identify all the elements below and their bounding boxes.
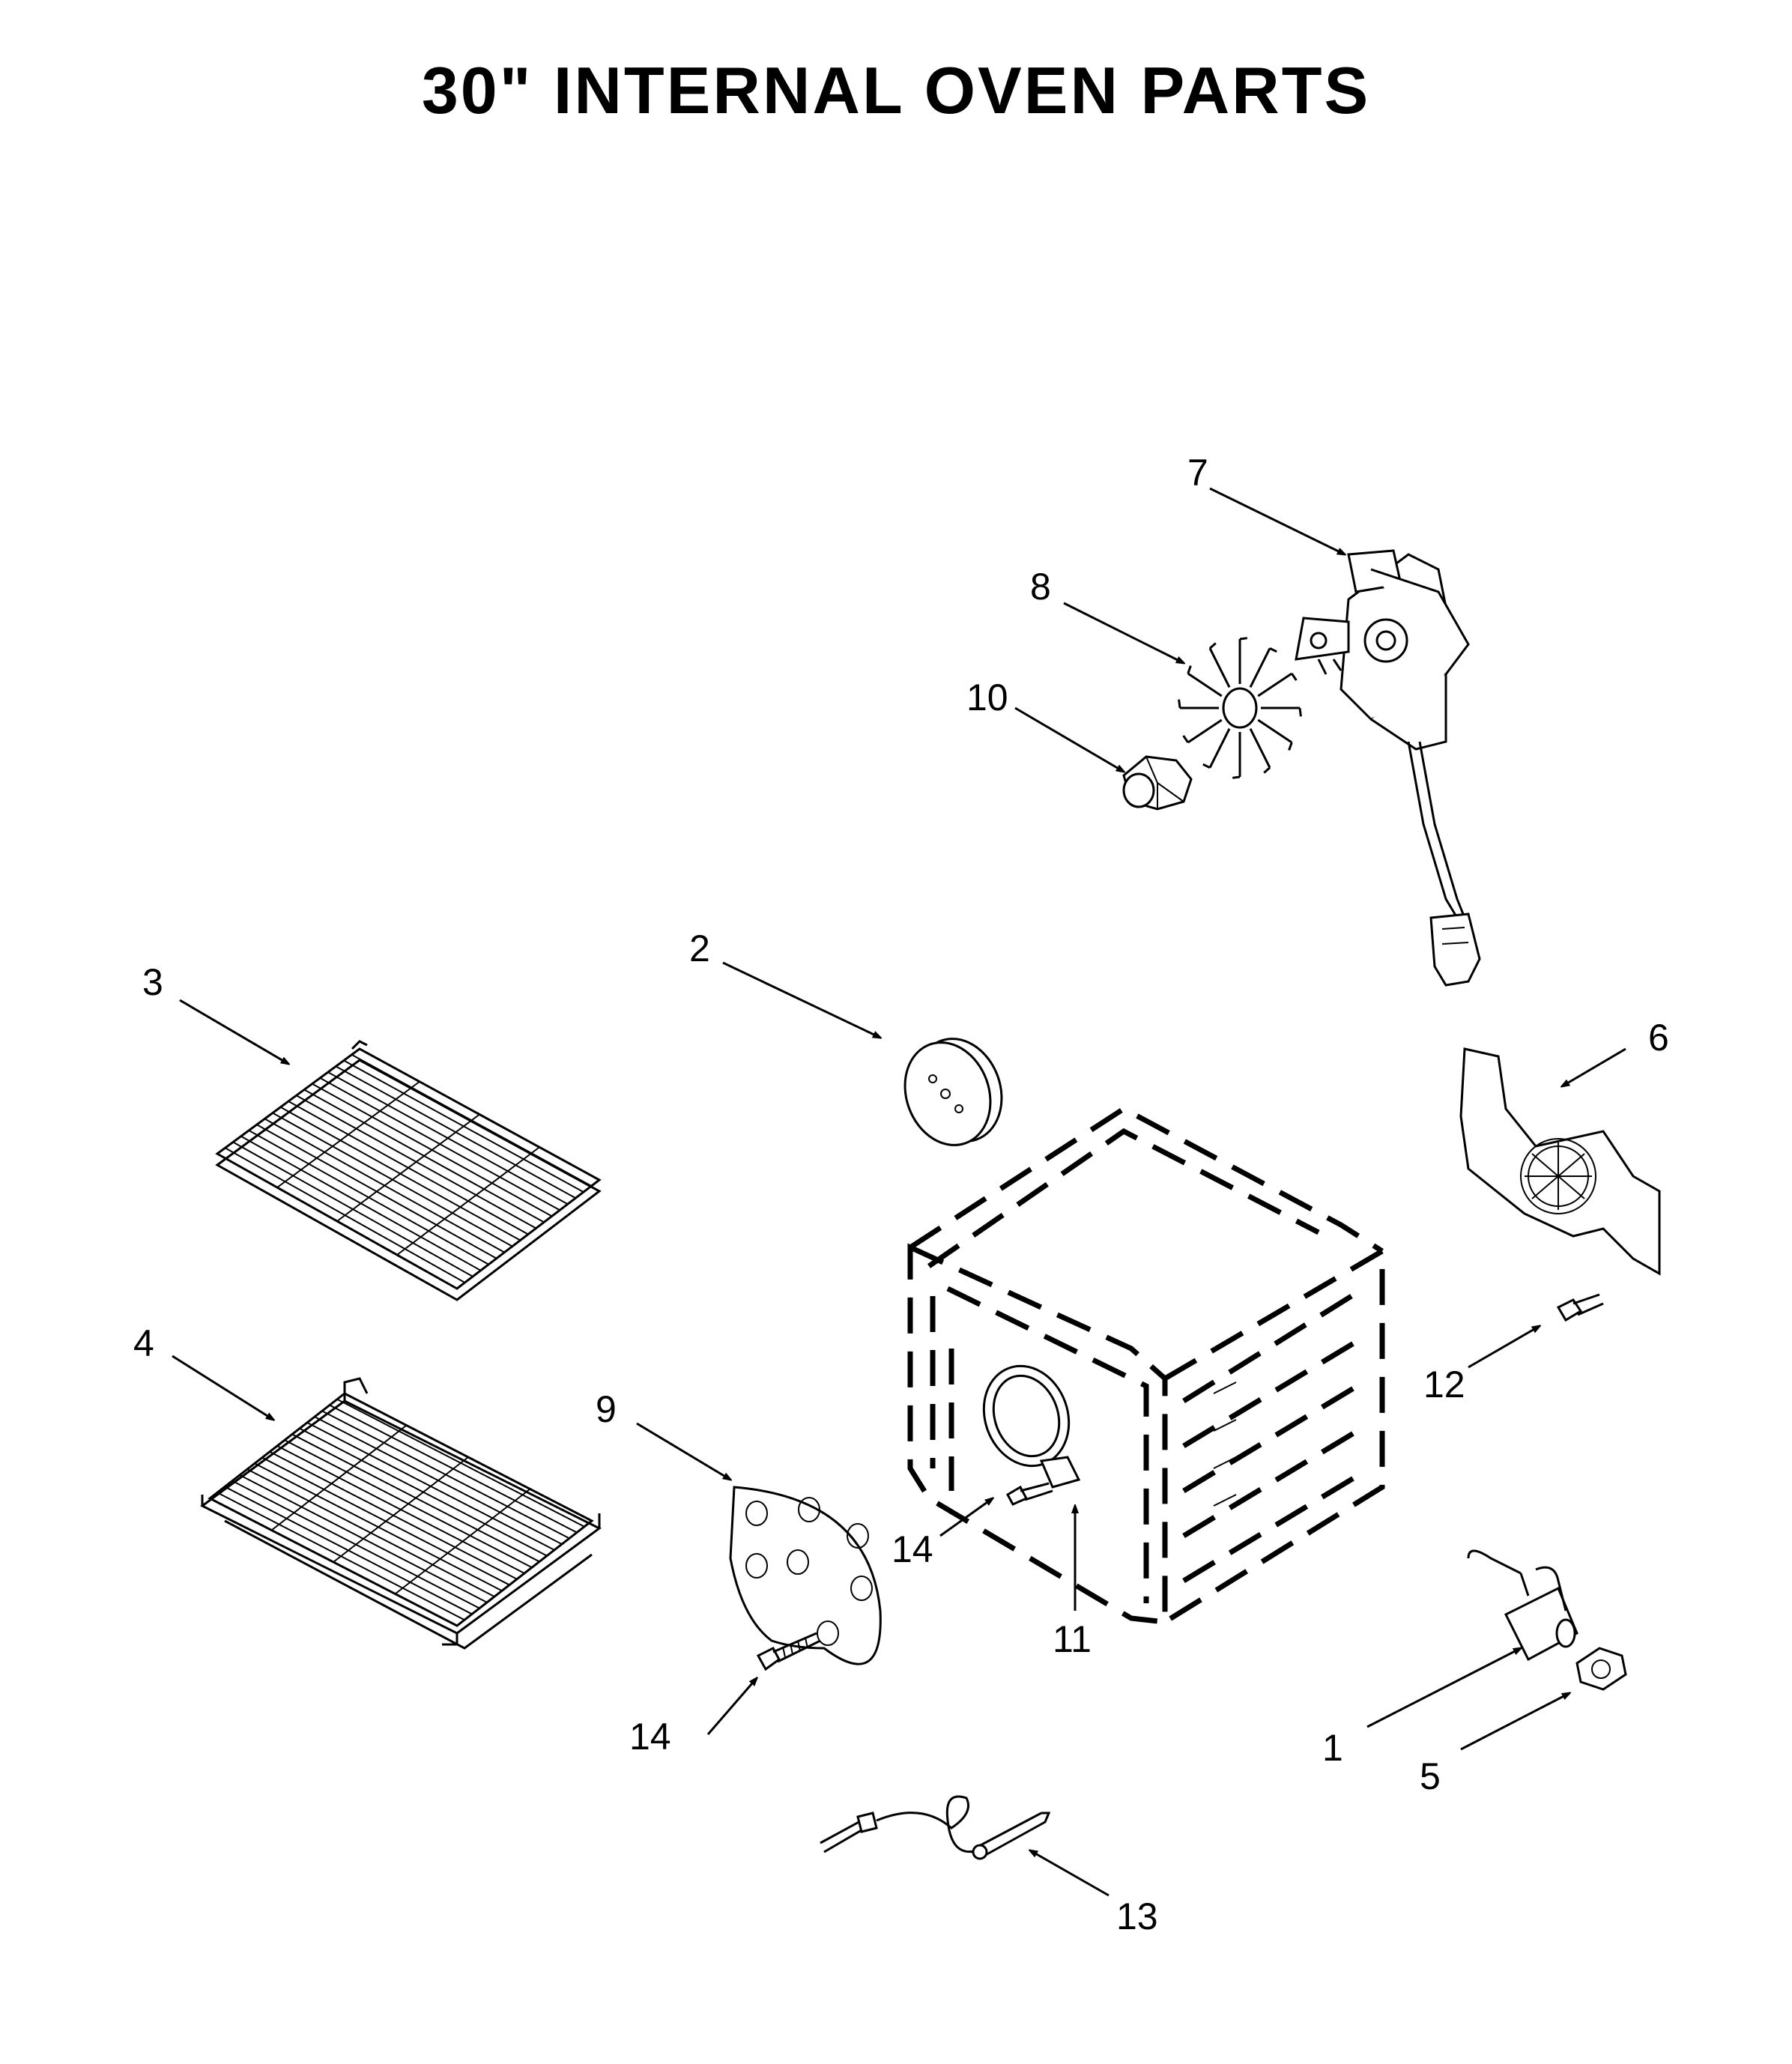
callout-14-upper: 14 [892,1528,933,1570]
callout-9: 9 [596,1388,617,1430]
callout-12: 12 [1423,1364,1465,1405]
callout-1: 1 [1322,1727,1343,1769]
leader-1 [1366,1648,1521,1728]
leader-7 [1209,487,1345,554]
part-fan-nut [1122,755,1193,811]
part-cover-disc [903,1038,1003,1146]
callout-5: 5 [1420,1755,1441,1797]
part-screw-upper [1005,1482,1053,1506]
callout-labels: 7 8 10 2 3 4 9 6 12 14 11 14 1 5 13 [133,452,1669,1937]
leader-10 [1014,706,1124,772]
leader-14-upper [939,1498,993,1537]
callout-11: 11 [1053,1618,1092,1660]
callout-7: 7 [1187,452,1208,494]
part-convection-motor [1295,549,1481,987]
callout-10: 10 [966,677,1008,718]
part-oven-rack [215,1040,602,1301]
callout-8: 8 [1030,566,1051,608]
part-sensor-1 [1467,1549,1578,1662]
part-roller-rack [200,1377,602,1650]
leader-2 [722,961,880,1038]
part-element-shroud [1459,1047,1661,1276]
leader-9 [636,1422,730,1480]
part-screw-12 [1556,1293,1604,1322]
leader-13 [1030,1850,1110,1897]
part-nut-5 [1575,1647,1627,1691]
leader-5 [1460,1693,1569,1751]
leader-6 [1562,1047,1626,1086]
callout-14-lower: 14 [629,1716,671,1758]
leader-4 [172,1355,273,1420]
callout-13: 13 [1116,1895,1158,1937]
callout-3: 3 [142,961,163,1003]
part-fan-blade [1178,637,1302,779]
leader-14-lower [706,1678,757,1735]
part-oven-cavity [907,1105,1385,1625]
leader-12 [1468,1326,1540,1369]
leader-lines [172,487,1626,1897]
leader-8 [1063,602,1184,663]
part-temp-probe [820,1795,1051,1860]
leader-3 [179,999,288,1064]
page-title: 30" INTERNAL OVEN PARTS [421,53,1371,127]
callout-2: 2 [689,927,710,969]
part-plate [729,1486,882,1665]
part-screw-lower [756,1632,821,1671]
callout-6: 6 [1648,1017,1669,1059]
callout-4: 4 [133,1322,154,1364]
